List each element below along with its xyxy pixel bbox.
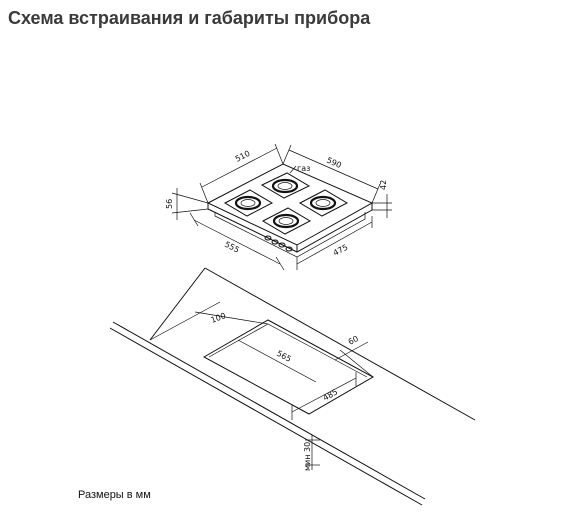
units-note: Размеры в мм xyxy=(78,489,151,501)
dim-front-clearance: 100 xyxy=(210,311,227,325)
dim-min-thickness: мин 30 xyxy=(303,442,312,471)
burner-back xyxy=(260,172,311,199)
dim-height-back: 42 xyxy=(379,180,388,190)
countertop-drawing: 100 565 60 485 мин 30 xyxy=(109,267,476,506)
burner-right xyxy=(298,189,349,217)
burner-left-grate xyxy=(223,189,274,217)
gas-label: газ xyxy=(297,164,310,173)
hob-top-face xyxy=(206,163,374,246)
burner-left xyxy=(223,189,274,217)
dim-back-clearance: 60 xyxy=(347,334,360,347)
dim-cutout-depth: 485 xyxy=(322,387,340,402)
page-title: Схема встраивания и габариты прибора xyxy=(8,8,371,28)
control-knobs xyxy=(264,235,293,252)
dim-depth-bottom: 555 xyxy=(223,240,241,255)
dim-height-left: 56 xyxy=(165,199,174,209)
hob-drawing: газ 510 590 42 56 555 475 xyxy=(165,143,392,271)
burner-front xyxy=(261,207,312,235)
dim-width-bottom: 475 xyxy=(332,243,350,258)
dim-width-top: 590 xyxy=(325,156,343,170)
dim-depth-top: 510 xyxy=(234,149,252,164)
